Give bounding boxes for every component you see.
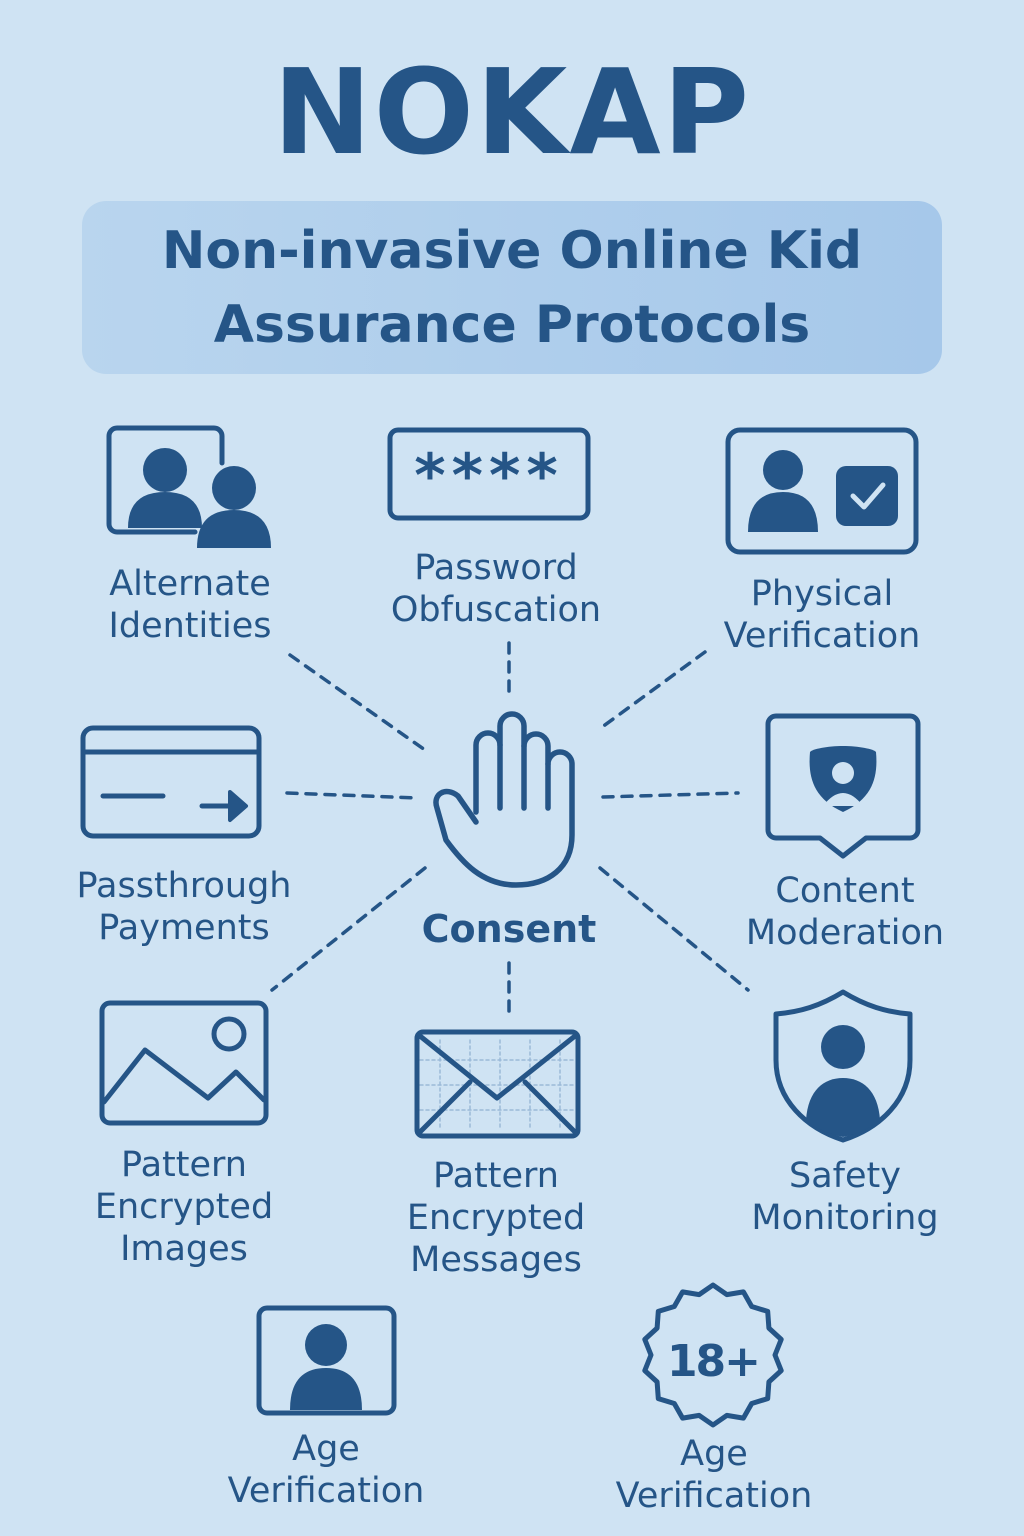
password-field-icon: [387, 427, 591, 521]
age-18-badge-icon: [642, 1282, 784, 1428]
connector-pattern-encrypted-images: [270, 866, 427, 992]
envelope-icon: [414, 1029, 581, 1139]
subtitle-line-1: Non-invasive Online Kid: [161, 220, 863, 281]
connector-passthrough-payments: [285, 791, 420, 800]
label-consent: Consent: [422, 908, 597, 950]
connector-safety-monitoring: [598, 866, 750, 992]
label-line: Consent: [421, 907, 597, 951]
connector-lines: [270, 641, 750, 1020]
label-pattern-encrypted-messages: Pattern Encrypted Messages: [407, 1155, 585, 1281]
label-line: Password: [414, 548, 578, 588]
label-line: Age: [292, 1429, 360, 1469]
label-password-obfuscation: Password Obfuscation: [391, 547, 601, 631]
label-line: Physical: [750, 574, 894, 614]
label-line: Encrypted: [406, 1198, 586, 1238]
label-age-verification-photo: Age Verification: [228, 1428, 425, 1512]
label-line: Images: [120, 1229, 248, 1269]
label-line: Obfuscation: [390, 590, 602, 630]
label-physical-verification: Physical Verification: [724, 573, 921, 657]
label-age-verification-18: Age Verification: [616, 1433, 813, 1517]
age-badge-text: 18+: [667, 1336, 759, 1387]
label-line: Pattern: [433, 1156, 559, 1196]
subtitle-line-2: Assurance Protocols: [213, 294, 811, 355]
label-line: Encrypted: [94, 1187, 274, 1227]
raised-hand-icon: [433, 711, 575, 888]
page-title: NOKAP: [272, 43, 752, 181]
label-line: Age: [680, 1434, 748, 1474]
label-alternate-identities: Alternate Identities: [109, 563, 272, 647]
label-line: Passthrough: [76, 866, 292, 906]
subtitle: Non-invasive Online Kid Assurance Protoc…: [162, 214, 862, 362]
label-line: Payments: [98, 908, 270, 948]
label-line: Monitoring: [751, 1198, 939, 1238]
two-users-icon: [106, 425, 271, 548]
credit-card-arrow-icon: [80, 725, 262, 839]
connector-alternate-identities: [288, 653, 427, 752]
password-mask-text: ****: [414, 441, 564, 511]
label-line: Moderation: [745, 913, 945, 953]
label-line: Messages: [410, 1240, 582, 1280]
label-line: Content: [775, 871, 915, 911]
label-passthrough-payments: Passthrough Payments: [77, 865, 292, 949]
label-line: Pattern: [121, 1145, 247, 1185]
user-badge-speech-icon: [765, 713, 921, 859]
connector-physical-verification: [596, 650, 707, 732]
image-icon: [99, 1000, 269, 1126]
label-line: Alternate: [109, 564, 271, 604]
connector-content-moderation: [601, 791, 740, 799]
label-safety-monitoring: Safety Monitoring: [751, 1155, 938, 1239]
label-pattern-encrypted-images: Pattern Encrypted Images: [95, 1144, 273, 1270]
shield-user-icon: [773, 989, 913, 1143]
label-line: Verification: [227, 1471, 425, 1511]
subtitle-banner: Non-invasive Online Kid Assurance Protoc…: [82, 201, 942, 374]
label-line: Identities: [108, 606, 272, 646]
user-photo-icon: [256, 1305, 397, 1416]
label-content-moderation: Content Moderation: [746, 870, 944, 954]
id-card-check-icon: [725, 427, 919, 555]
label-line: Verification: [615, 1476, 813, 1516]
label-line: Verification: [723, 616, 921, 656]
label-line: Safety: [789, 1156, 901, 1196]
